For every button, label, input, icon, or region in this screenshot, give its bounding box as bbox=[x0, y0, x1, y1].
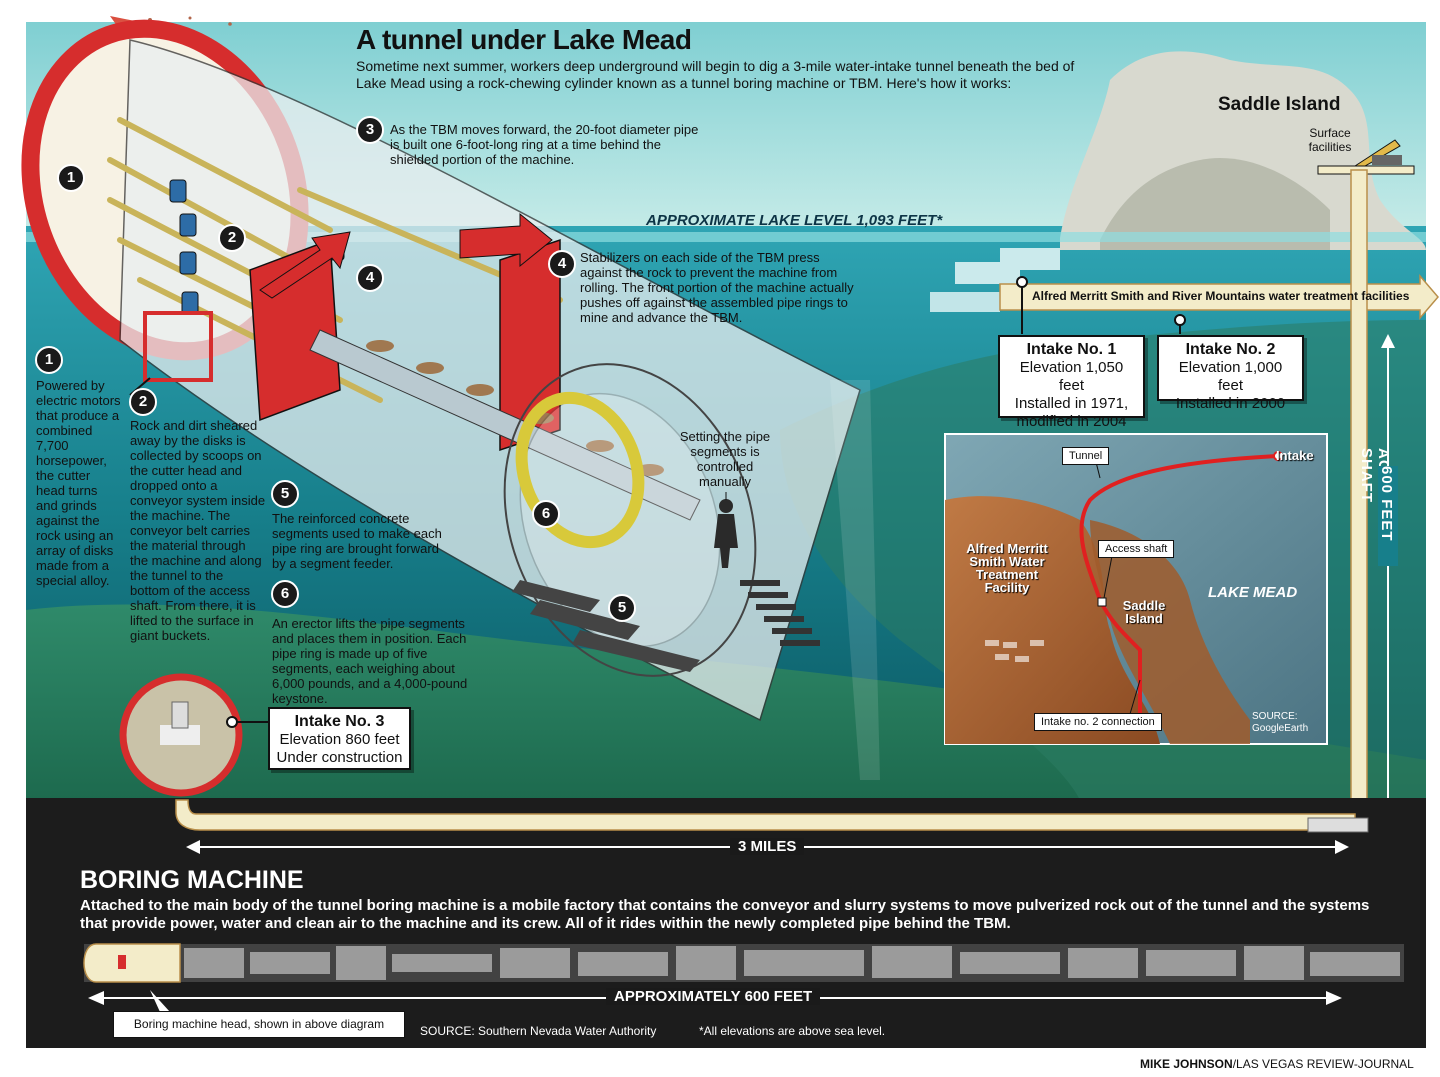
surface-facilities-label: Surface facilities bbox=[1308, 126, 1352, 154]
intake-1-elevation: Elevation 1,050 feet bbox=[1019, 359, 1124, 394]
erector-ring bbox=[515, 391, 645, 549]
step-3-badge: 3 bbox=[356, 116, 384, 144]
step-6-badge: 6 bbox=[271, 580, 299, 608]
intake-3-name: Intake No. 3 bbox=[294, 713, 385, 730]
intake-3-marker bbox=[226, 716, 238, 728]
intake-2-elevation: Elevation 1,000 feet bbox=[1178, 359, 1283, 394]
step-2-badge: 2 bbox=[129, 388, 157, 416]
arrowhead-left bbox=[186, 840, 200, 854]
arrowhead-left-2 bbox=[88, 991, 104, 1005]
ground-band bbox=[26, 798, 1426, 1048]
push-arrow-right bbox=[459, 212, 553, 268]
crane-icon bbox=[1353, 139, 1401, 167]
step-4-badge: 4 bbox=[548, 250, 576, 278]
elevation-footnote: *All elevations are above sea level. bbox=[699, 1024, 886, 1038]
access-stairs bbox=[740, 580, 820, 646]
intake-3-base bbox=[160, 725, 200, 745]
credit-name: MIKE JOHNSON bbox=[1140, 1057, 1233, 1071]
intake-2-marker bbox=[1174, 314, 1186, 326]
lake-surface bbox=[26, 232, 1426, 242]
worker-icon bbox=[714, 499, 738, 568]
intake-3-structure bbox=[171, 701, 189, 729]
step-5-text: The reinforced concrete segments used to… bbox=[272, 511, 442, 571]
credit-org: /LAS VEGAS REVIEW-JOURNAL bbox=[1232, 1057, 1414, 1071]
map-label-intake-2: Intake no. 2 connection bbox=[1034, 713, 1162, 731]
step-6-badge-diagram: 6 bbox=[532, 500, 560, 528]
head-callout-pointer bbox=[150, 990, 170, 1012]
intake-2-box: Intake No. 2 Elevation 1,000 feet Instal… bbox=[1157, 335, 1304, 412]
intake-3-elevation: Elevation 860 feet bbox=[279, 731, 400, 748]
map-source: SOURCE: GoogleEarth bbox=[1252, 711, 1309, 734]
intake-1-installed: Installed in 1971, bbox=[1014, 395, 1129, 412]
map-tunnel-route bbox=[1079, 454, 1279, 720]
step-2-badge-diagram: 2 bbox=[218, 224, 246, 252]
machine-length-label: APPROXIMATELY 600 FEET bbox=[606, 988, 821, 1005]
step-6-text: An erector lifts the pipe segments and p… bbox=[272, 616, 468, 706]
trailing-gear bbox=[184, 946, 1400, 980]
treatment-facilities-pipe bbox=[999, 273, 1439, 321]
step-1-text: Powered by electric motors that produce … bbox=[36, 378, 121, 588]
shaft-depth-label: 600 FEET bbox=[1378, 466, 1395, 542]
detail-callout-box bbox=[143, 311, 213, 382]
access-shaft-label-wrap: ACCESS SHAFT bbox=[1358, 448, 1392, 568]
saddle-island-label: Saddle Island bbox=[1218, 94, 1341, 115]
map-label-lake-mead: LAKE MEAD bbox=[1208, 584, 1298, 601]
intro-text: Sometime next summer, workers deep under… bbox=[356, 58, 1075, 91]
map-label-saddle-island: Saddle Island bbox=[1122, 598, 1166, 626]
treatment-facilities-label: Alfred Merritt Smith and River Mountains… bbox=[1032, 289, 1410, 303]
shaft-depth-wrap: 600 FEET bbox=[1378, 466, 1398, 566]
intake-2-installed: Installed in 2000 bbox=[1175, 395, 1286, 412]
arrowhead-up bbox=[1381, 334, 1395, 348]
arrowhead-right-2 bbox=[1326, 991, 1342, 1005]
conveyor-belt bbox=[309, 329, 701, 521]
machine-head-marker bbox=[118, 955, 126, 969]
map-label-access-shaft: Access shaft bbox=[1098, 540, 1175, 558]
map-intake2-leader bbox=[1129, 679, 1141, 715]
step-4-badge-diagram: 4 bbox=[356, 264, 384, 292]
distance-label: 3 MILES bbox=[730, 838, 805, 855]
saddle-island-shadow bbox=[1100, 158, 1330, 250]
lake-level-label: APPROXIMATE LAKE LEVEL 1,093 FEET* bbox=[646, 212, 943, 229]
intake-1-modified: modified in 2004 bbox=[1016, 413, 1127, 430]
page-title: A tunnel under Lake Mead bbox=[356, 24, 692, 55]
tbm-shell bbox=[119, 39, 861, 722]
source-note: SOURCE: Southern Nevada Water Authority bbox=[420, 1024, 657, 1038]
intake-3-status: Under construction bbox=[276, 749, 403, 766]
boring-machine-title: BORING MACHINE bbox=[80, 866, 304, 894]
map-label-tunnel: Tunnel bbox=[1062, 447, 1110, 465]
step-2-text: Rock and dirt sheared away by the disks … bbox=[130, 418, 266, 643]
light-beam bbox=[830, 380, 880, 780]
intake-1-marker bbox=[1016, 276, 1028, 288]
building-icon bbox=[1372, 155, 1402, 165]
map-label-intake: Intake bbox=[1276, 448, 1314, 463]
step-3-text: As the TBM moves forward, the 20-foot di… bbox=[390, 122, 699, 167]
arrowhead-right bbox=[1335, 840, 1349, 854]
setting-pipe-note: Setting the pipe segments is controlled … bbox=[679, 429, 771, 489]
boring-machine-description: Attached to the main body of the tunnel … bbox=[80, 897, 1370, 932]
map-shaft-leader bbox=[1103, 555, 1113, 599]
pipe-segments bbox=[512, 580, 700, 672]
intake-2-name: Intake No. 2 bbox=[1185, 341, 1276, 358]
machine-head-label: Boring machine head, shown in above diag… bbox=[113, 1011, 405, 1038]
step-4-text: Stabilizers on each side of the TBM pres… bbox=[580, 250, 854, 325]
intake-1-box: Intake No. 1 Elevation 1,050 feet Instal… bbox=[998, 335, 1145, 430]
credit-line: MIKE JOHNSON/LAS VEGAS REVIEW-JOURNAL bbox=[1140, 1057, 1414, 1071]
intake-pipe-elbow bbox=[955, 248, 1060, 284]
intake-3-box: Intake No. 3 Elevation 860 feet Under co… bbox=[268, 707, 411, 770]
step-1-badge: 1 bbox=[35, 346, 63, 374]
step-1-badge-diagram: 1 bbox=[57, 164, 85, 192]
shaft-base-equipment bbox=[1307, 817, 1369, 833]
step-5-badge: 5 bbox=[271, 480, 299, 508]
push-arrow-left bbox=[259, 231, 351, 299]
intake-1-name: Intake No. 1 bbox=[1026, 341, 1117, 358]
intake-pipe-1 bbox=[930, 292, 1000, 312]
machine-head bbox=[83, 943, 181, 983]
step-5-badge-diagram: 5 bbox=[608, 594, 636, 622]
map-label-facility: Alfred Merritt Smith Water Treatment Fac… bbox=[966, 541, 1048, 595]
